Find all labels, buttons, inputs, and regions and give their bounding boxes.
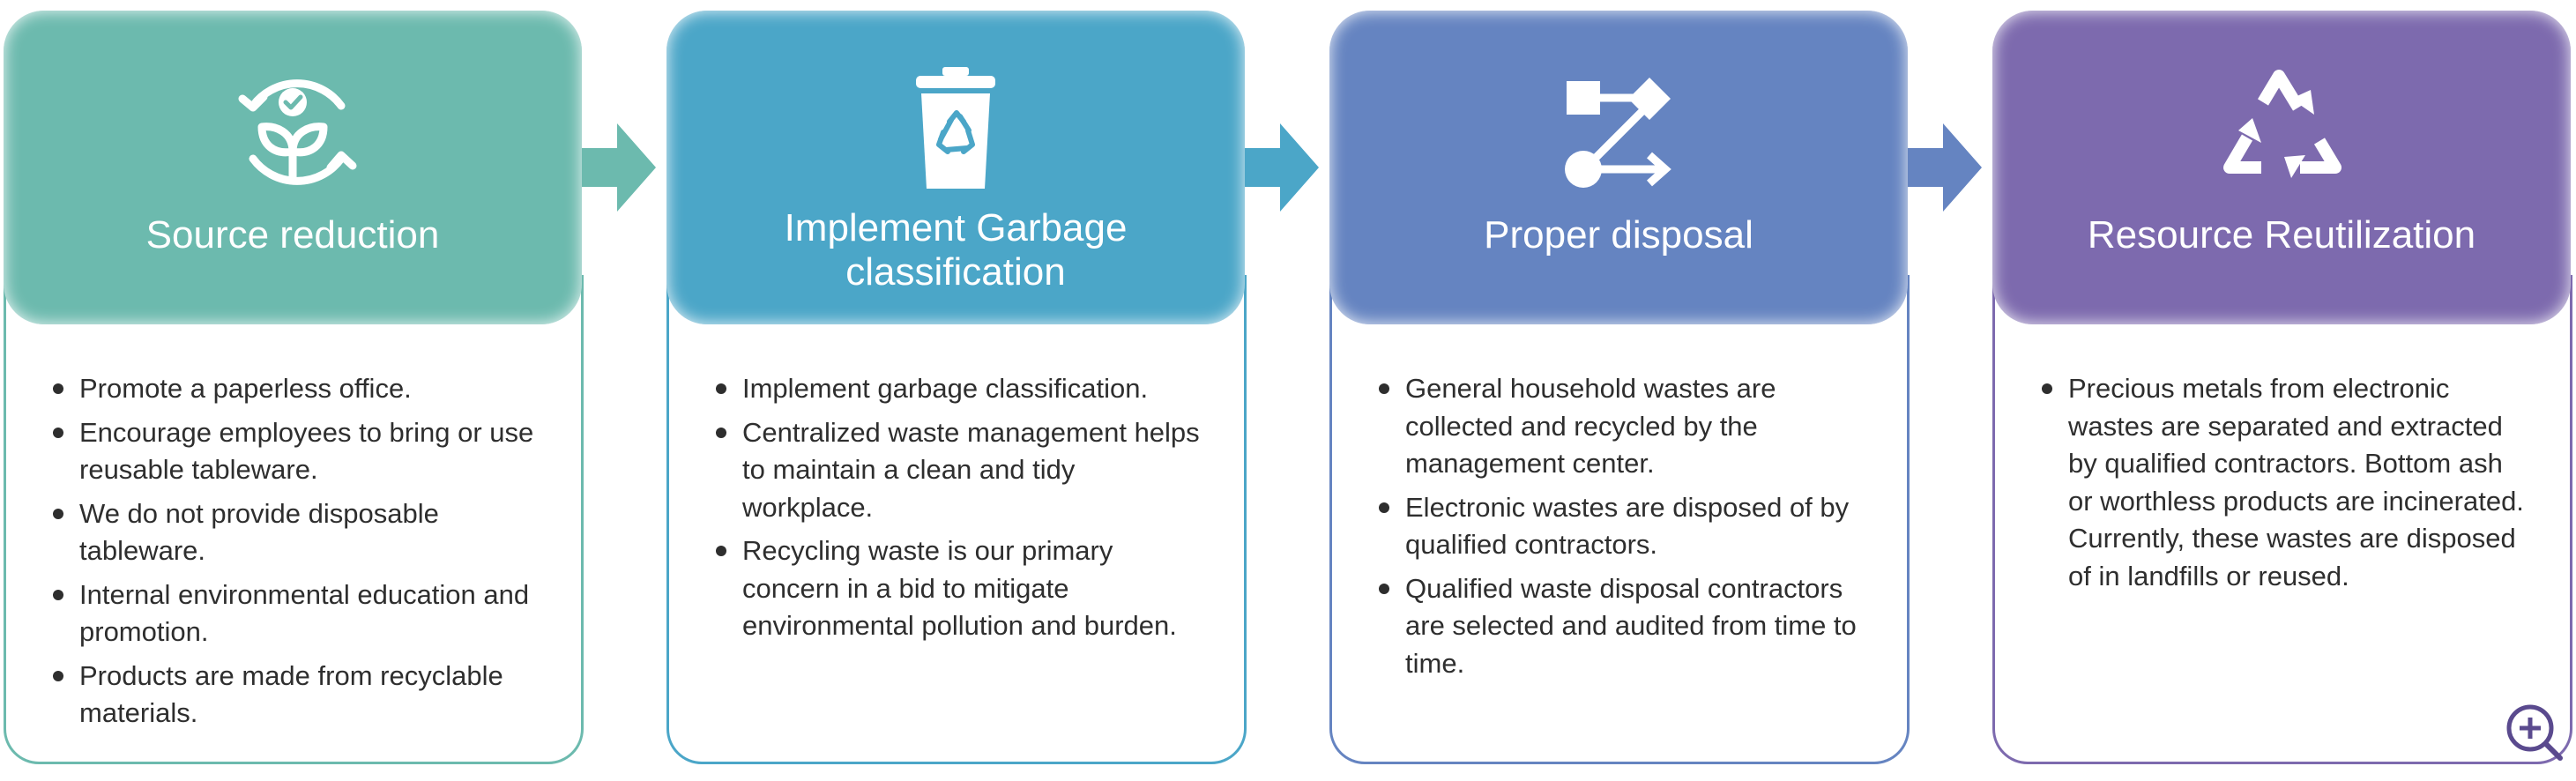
bullet-list: Precious metals from electronic wastes a… <box>2035 370 2528 601</box>
step-garbage-classification: Implement Garbage classification Impleme… <box>666 11 1247 767</box>
list-item: Promote a paperless office. <box>46 370 540 408</box>
zoom-in-icon[interactable] <box>2504 702 2565 763</box>
list-item: Centralized waste management helps to ma… <box>709 414 1202 527</box>
list-item: Encourage employees to bring or use reus… <box>46 414 540 489</box>
arrow-right-icon <box>582 123 656 212</box>
step-header: Implement Garbage classification <box>666 11 1245 324</box>
leaf-recycle-icon <box>238 79 357 185</box>
step-title: Resource Reutilization <box>2087 213 2476 257</box>
step-header: Proper disposal <box>1329 11 1908 324</box>
bullet-list: Implement garbage classification. Centra… <box>709 370 1202 651</box>
step-header: Source reduction <box>4 11 582 324</box>
list-item: We do not provide disposable tableware. <box>46 495 540 570</box>
process-flow-icon <box>1565 78 1671 188</box>
list-item: Qualified waste disposal contractors are… <box>1372 570 1865 683</box>
step-body <box>666 275 1247 764</box>
list-item: General household wastes are collected a… <box>1372 370 1865 483</box>
bullet-list: General household wastes are collected a… <box>1372 370 1865 688</box>
step-body <box>1992 275 2572 764</box>
list-item: Precious metals from electronic wastes a… <box>2035 370 2528 595</box>
list-item: Products are made from recyclable materi… <box>46 658 540 733</box>
step-title: Source reduction <box>145 213 440 257</box>
list-item: Implement garbage classification. <box>709 370 1202 408</box>
list-item: Internal environmental education and pro… <box>46 576 540 651</box>
recycle-symbol-icon <box>2223 70 2341 178</box>
arrow-right-icon <box>1245 123 1319 212</box>
step-body <box>4 275 584 764</box>
step-title: Proper disposal <box>1484 213 1753 257</box>
step-proper-disposal: Proper disposal General household wastes… <box>1329 11 1910 767</box>
step-title: Implement Garbage classification <box>784 206 1128 294</box>
step-resource-reutilization: Resource Reutilization Precious metals f… <box>1992 11 2572 767</box>
list-item: Recycling waste is our primary concern i… <box>709 532 1202 645</box>
step-header: Resource Reutilization <box>1992 11 2571 324</box>
bullet-list: Promote a paperless office. Encourage em… <box>46 370 540 739</box>
arrow-right-icon <box>1908 123 1982 212</box>
recycle-bin-icon <box>916 67 995 189</box>
step-source-reduction: Source reduction Promote a paperless off… <box>4 11 584 767</box>
step-body <box>1329 275 1910 764</box>
list-item: Electronic wastes are disposed of by qua… <box>1372 489 1865 564</box>
